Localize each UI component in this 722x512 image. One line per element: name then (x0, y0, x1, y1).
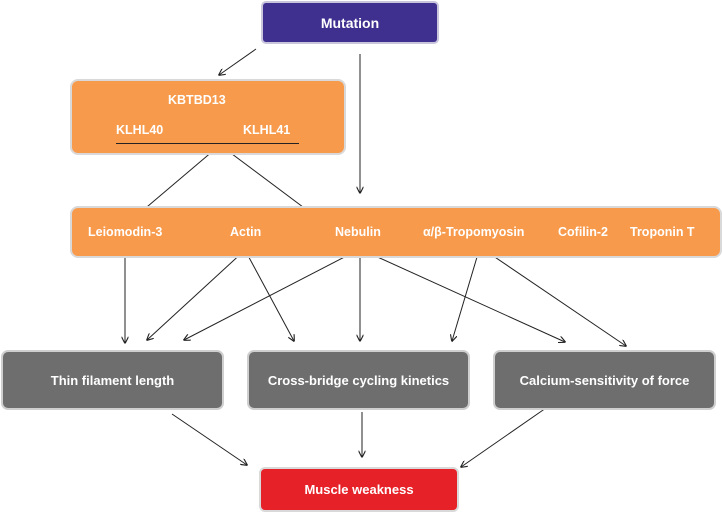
arrow-tropomyosin-to-calcium (479, 246, 626, 346)
arrow-tropomyosin-to-crossbridge (452, 246, 481, 341)
protein-troponin-t: Troponin T (630, 225, 695, 239)
crossbridge-kinetics-node: Cross-bridge cycling kinetics (247, 350, 470, 410)
arrow-nebulin-to-thin (184, 249, 359, 340)
mutation-node: Mutation (261, 1, 439, 44)
calcium-sensitivity-node: Calcium-sensitivity of force (493, 350, 716, 410)
mutation-label: Mutation (320, 14, 380, 31)
protein-tropomyosin: α/β-Tropomyosin (423, 225, 525, 239)
calcium-sensitivity-label: Calcium-sensitivity of force (519, 372, 690, 388)
arrow-mutation-to-kbtbd13 (219, 48, 257, 75)
muscle-weakness-node: Muscle weakness (259, 467, 459, 512)
klhl-underline (116, 143, 299, 144)
protein-nebulin: Nebulin (335, 225, 381, 239)
muscle-weakness-label: Muscle weakness (304, 482, 414, 497)
protein-cofilin-2: Cofilin-2 (558, 225, 608, 239)
kbtbd13-label: KBTBD13 (168, 93, 226, 107)
arrow-actin-to-thin (147, 249, 246, 340)
arrow-nebulin-to-calcium (361, 249, 565, 342)
proteins-node: Leiomodin-3 Actin Nebulin α/β-Tropomyosi… (70, 206, 722, 258)
crossbridge-kinetics-label: Cross-bridge cycling kinetics (267, 372, 450, 388)
thin-filament-length-label: Thin filament length (50, 372, 175, 388)
thin-filament-length-node: Thin filament length (1, 350, 224, 410)
klhl41-label: KLHL41 (243, 123, 291, 137)
protein-leiomodin-3: Leiomodin-3 (88, 225, 163, 239)
arrow-thin-to-weakness (171, 413, 247, 465)
arrow-calcium-to-weakness (461, 407, 547, 467)
protein-actin: Actin (230, 225, 262, 239)
klhl40-label: KLHL40 (116, 123, 164, 137)
kbtbd13-klhl-node: KBTBD13 KLHL40 KLHL41 (70, 79, 346, 155)
arrow-actin-to-crossbridge (244, 249, 294, 341)
